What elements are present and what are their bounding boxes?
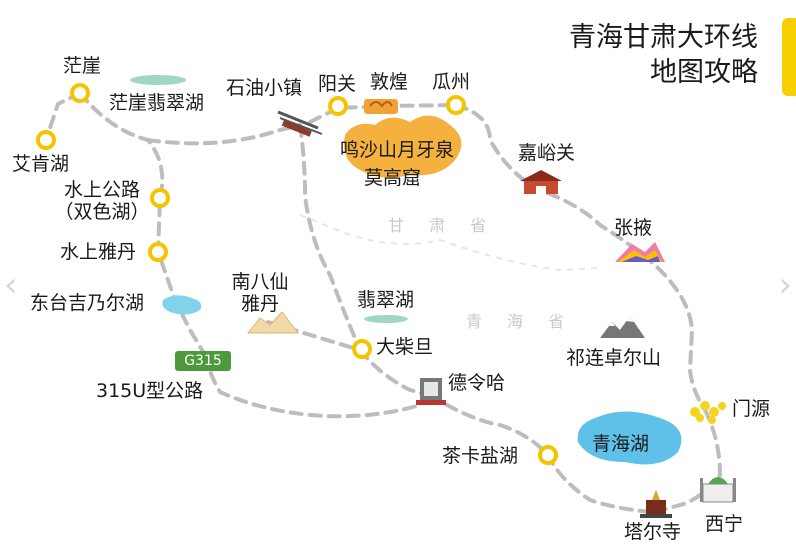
place-qinghai-lake[interactable]: 青海湖 [592, 433, 650, 455]
place-shuishang-road[interactable]: 水上公路 （双色湖） [52, 179, 152, 224]
title-line-2: 地图攻略 [650, 57, 758, 89]
next-arrow-icon[interactable]: › [778, 265, 792, 305]
place-mingsha[interactable]: 鸣沙山月牙泉 [340, 139, 455, 161]
place-shuishang-road-name: 水上公路 [63, 179, 140, 201]
place-qilian[interactable]: 祁连卓尔山 [566, 347, 662, 369]
place-dunhuang[interactable]: 敦煌 [370, 71, 409, 93]
region-qinghai: 青 海 省 [466, 312, 575, 331]
circle-marker-icon [36, 83, 558, 465]
stupa-icon [640, 490, 672, 518]
monument-icon [416, 378, 446, 405]
place-dachaidan[interactable]: 大柴旦 [376, 336, 434, 358]
accent-bar [782, 18, 796, 96]
place-delingha[interactable]: 德令哈 [448, 372, 506, 394]
rapeseed-flower-icon [690, 401, 726, 424]
place-nanbaxian-line1: 南八仙 [231, 271, 289, 293]
place-mogao[interactable]: 莫高窟 [364, 167, 422, 189]
place-chaka[interactable]: 茶卡盐湖 [442, 445, 519, 467]
place-menyuan[interactable]: 门源 [732, 398, 771, 420]
place-guazhou[interactable]: 瓜州 [432, 71, 471, 93]
province-border [299, 214, 601, 272]
page-title: 青海甘肃大环线 地图攻略 [569, 20, 758, 90]
place-shuishang-yadan[interactable]: 水上雅丹 [60, 241, 137, 263]
place-shuangse-lake: （双色湖） [54, 200, 150, 223]
place-mangya[interactable]: 茫崖 [63, 55, 102, 77]
place-u-road[interactable]: 315U型公路 [96, 380, 204, 402]
place-feicui-lake[interactable]: 翡翠湖 [357, 289, 415, 311]
desert-icon [344, 115, 462, 178]
title-line-1: 青海甘肃大环线 [569, 22, 758, 53]
place-zhangye[interactable]: 张掖 [614, 217, 653, 239]
snow-mountain-icon [600, 316, 645, 338]
rainbow-mountain-icon [615, 242, 665, 262]
oil-train-icon [277, 110, 323, 137]
place-shiyou-town[interactable]: 石油小镇 [226, 77, 303, 99]
place-jiayuguan[interactable]: 嘉峪关 [518, 142, 576, 164]
camel-icon [364, 99, 398, 114]
yardang-icon [246, 311, 300, 334]
region-gansu: 甘 肃 省 [388, 216, 497, 235]
place-taer[interactable]: 塔尔寺 [624, 521, 682, 543]
prev-arrow-icon[interactable]: ‹ [4, 265, 18, 305]
place-mangya-lake[interactable]: 茫崖翡翠湖 [109, 92, 205, 114]
place-xining[interactable]: 西宁 [705, 513, 744, 535]
place-nanbaxian-line2: 雅丹 [240, 292, 279, 315]
place-dongtai-lake[interactable]: 东台吉乃尔湖 [30, 292, 145, 314]
lake-icon [130, 75, 408, 323]
place-aiken-lake[interactable]: 艾肯湖 [12, 153, 70, 175]
qinghai-lake-icon [577, 411, 682, 465]
mosque-icon [700, 477, 736, 503]
road-badge: G315 [175, 351, 231, 371]
place-yangguan[interactable]: 阳关 [318, 73, 357, 95]
fortress-gate-icon [520, 170, 562, 194]
place-nanbaxian[interactable]: 南八仙 雅丹 [228, 271, 292, 316]
